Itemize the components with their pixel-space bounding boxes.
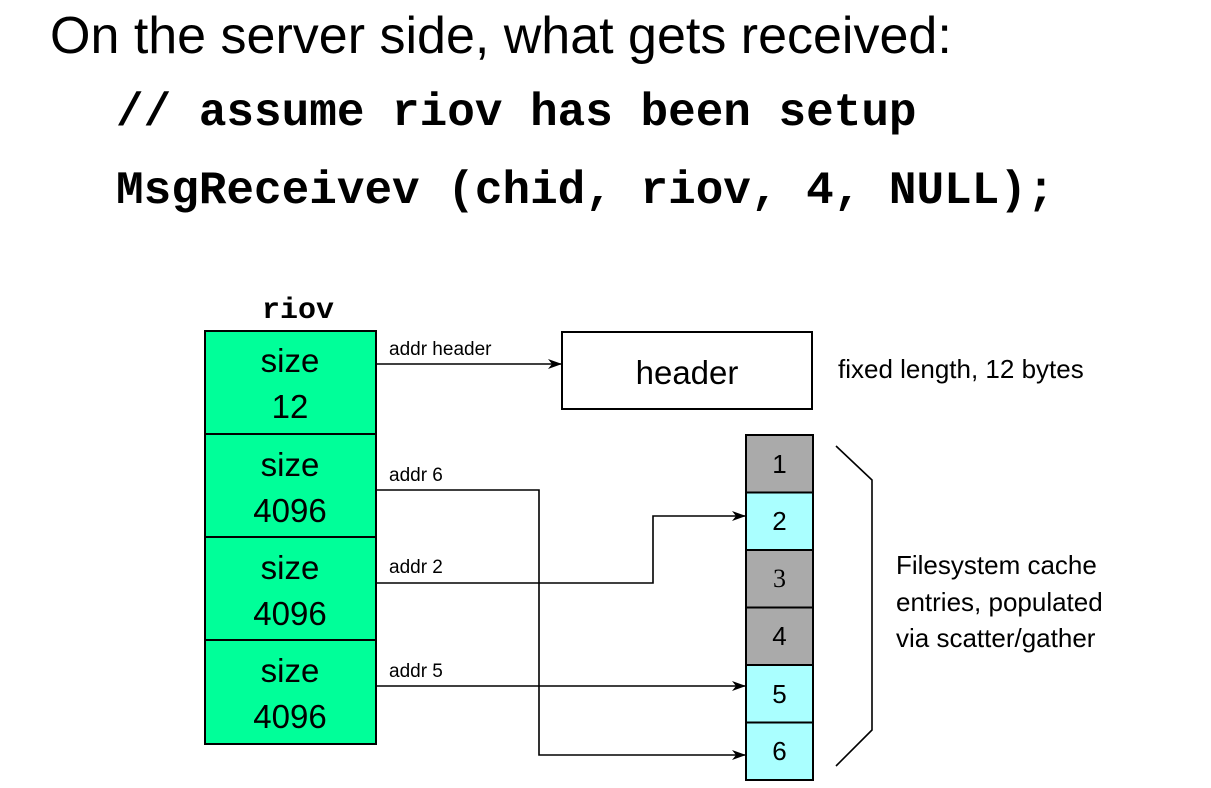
addr-label: addr 5: [389, 661, 443, 682]
slide-title: On the server side, what gets received:: [50, 7, 952, 65]
svg-text:3: 3: [773, 564, 786, 593]
riov-entry-size-value: 4096: [253, 492, 326, 529]
riov-entry-3: size 4096: [204, 639, 377, 745]
cache-entry-5: 5: [745, 664, 814, 724]
svg-text:6: 6: [772, 736, 786, 766]
cache-entry-6: 6: [745, 721, 814, 781]
cache-entry-3: 3: [745, 549, 814, 609]
cache-brace: [835, 445, 873, 767]
riov-entry-size-value: 12: [272, 388, 309, 425]
riov-entry-size-label: size: [261, 549, 320, 586]
cache-entry-1: 1: [745, 434, 814, 494]
arrow-addr-6: [376, 489, 746, 760]
addr-label: addr 2: [389, 557, 443, 578]
svg-text:1: 1: [772, 449, 786, 479]
code-comment: // assume riov has been setup: [116, 87, 917, 139]
header-note: fixed length, 12 bytes: [838, 354, 1084, 384]
riov-label: riov: [262, 294, 334, 328]
svg-text:5: 5: [772, 679, 786, 709]
svg-text:2: 2: [772, 506, 786, 536]
riov-entry-size-label: size: [261, 652, 320, 689]
header-box: [561, 331, 813, 410]
addr-label: addr header: [389, 339, 492, 360]
riov-entry-size-value: 4096: [253, 698, 326, 735]
cache-description-line: Filesystem cache: [896, 550, 1097, 580]
header-box-label: header: [636, 354, 739, 391]
riov-entry-0: size 12: [204, 330, 377, 435]
cache-description-line: entries, populated: [896, 587, 1103, 617]
riov-entry-2: size 4096: [204, 536, 377, 641]
svg-text:4: 4: [772, 621, 786, 651]
code-call: MsgReceivev (chid, riov, 4, NULL);: [116, 165, 1055, 217]
riov-entry-size-value: 4096: [253, 595, 326, 632]
cache-entry-2: 2: [745, 491, 814, 551]
cache-description-line: via scatter/gather: [896, 623, 1096, 653]
riov-entry-1: size 4096: [204, 433, 377, 538]
riov-entry-size-label: size: [261, 342, 320, 379]
arrow-addr-2: [376, 511, 746, 584]
riov-entry-size-label: size: [261, 446, 320, 483]
cache-entry-4: 4: [745, 606, 814, 666]
addr-label: addr 6: [389, 465, 443, 486]
